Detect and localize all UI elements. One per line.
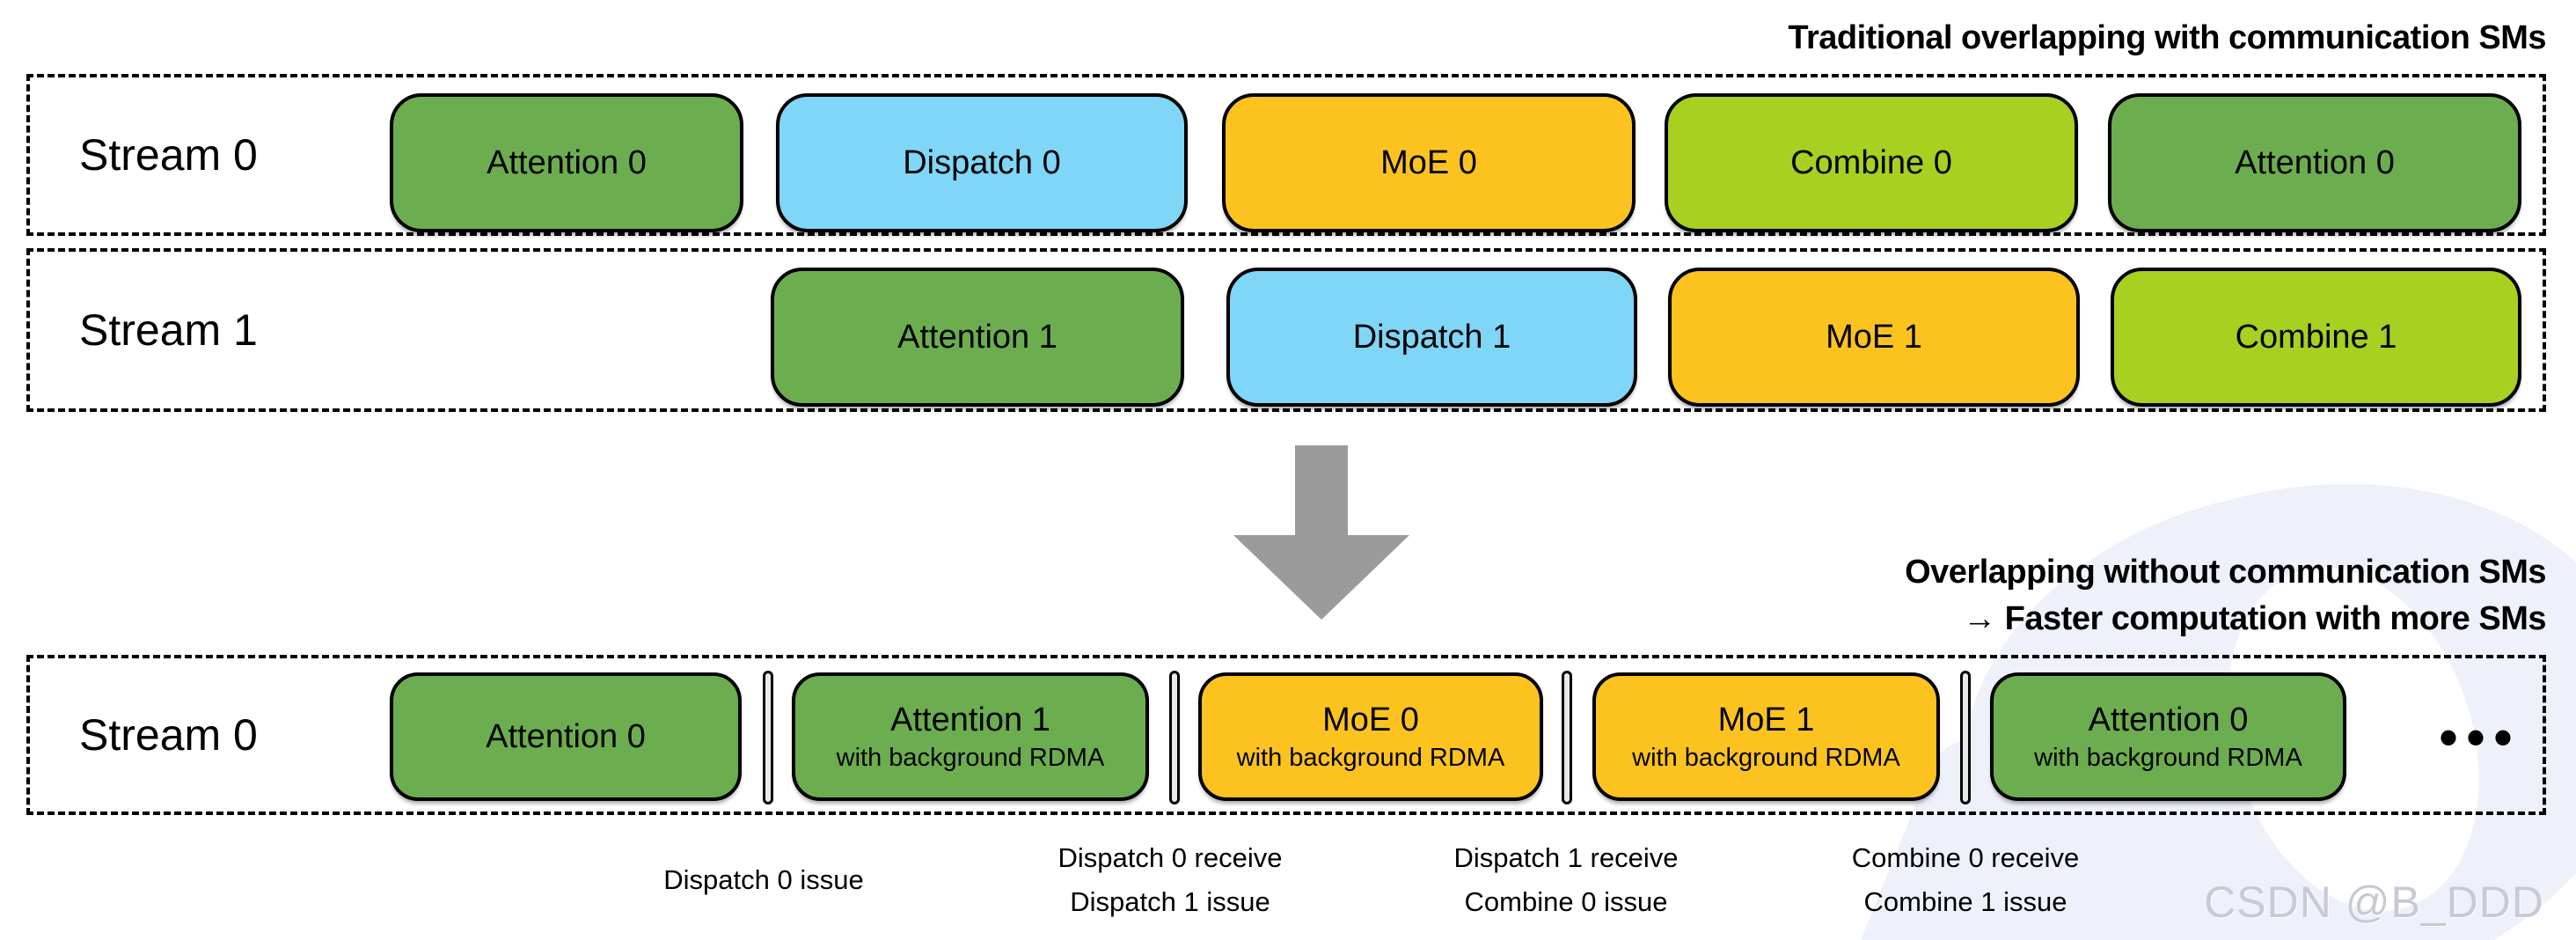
phase-line: Dispatch 0 receive [1057, 842, 1283, 873]
block-label: Attention 1 [897, 319, 1057, 356]
title-line-2: → Faster computation with more SMs [1963, 600, 2546, 637]
block-moe-0: MoE 0 [1222, 93, 1636, 232]
block-label: Dispatch 1 [1352, 319, 1511, 356]
block-label: Attention 1 [890, 701, 1050, 738]
block-moe-1: MoE 1 [1668, 268, 2080, 407]
title-traditional-overlapping: Traditional overlapping with communicati… [1788, 19, 2546, 56]
phase-label-dispatch0-receive: Dispatch 0 receive Dispatch 1 issue [968, 834, 1372, 926]
block-sublabel: with background RDMA [1632, 744, 1900, 772]
block-moe-1-rdma: MoE 1 with background RDMA [1592, 672, 1940, 801]
phase-line: Combine 0 issue [1464, 886, 1668, 917]
block-label: Combine 1 [2235, 319, 2397, 356]
phase-line: Dispatch 0 issue [663, 864, 864, 895]
phase-line: Combine 0 receive [1851, 842, 2080, 873]
block-label: MoE 1 [1717, 701, 1815, 738]
block-attention-1-rdma: Attention 1 with background RDMA [792, 672, 1149, 801]
phase-label-dispatch1-receive: Dispatch 1 receive Combine 0 issue [1364, 834, 1768, 926]
phase-line: Dispatch 1 receive [1453, 842, 1679, 873]
block-sublabel: with background RDMA [1236, 744, 1505, 772]
block-attention-1: Attention 1 [771, 268, 1184, 407]
block-label: Attention 0 [487, 144, 647, 181]
block-sublabel: with background RDMA [2034, 744, 2302, 772]
stream0-label: Stream 0 [79, 130, 258, 180]
block-attention-0-rdma: Attention 0 with background RDMA [1990, 672, 2346, 801]
csdn-watermark: CSDN @B_DDD [2204, 878, 2544, 927]
block-label: Dispatch 0 [903, 144, 1061, 181]
block-label: MoE 0 [1322, 701, 1419, 738]
block-label: Combine 0 [1790, 144, 1952, 181]
ellipsis: ••• [2439, 707, 2521, 767]
block-attention-0-next: Attention 0 [2108, 93, 2521, 232]
stream-separator [1562, 671, 1572, 804]
down-arrow-icon [1233, 535, 1409, 620]
stream0-box-overlapped: Stream 0 Attention 0 Attention 1 with ba… [26, 655, 2546, 815]
stream-separator [1960, 671, 1971, 804]
stream0-box-traditional: Stream 0 Attention 0 Dispatch 0 MoE 0 Co… [26, 74, 2546, 236]
stream-separator [763, 671, 773, 804]
phase-line: Dispatch 1 issue [1070, 886, 1270, 917]
block-label: MoE 1 [1826, 319, 1922, 356]
phase-line: Combine 1 issue [1863, 886, 2067, 917]
block-label: Attention 0 [2088, 701, 2249, 738]
down-arrow-icon [1295, 445, 1348, 537]
stream1-label: Stream 1 [79, 305, 258, 355]
block-label: Attention 0 [2235, 144, 2395, 181]
block-moe-0-rdma: MoE 0 with background RDMA [1198, 672, 1543, 801]
block-attention-0: Attention 0 [390, 672, 742, 801]
stream-separator [1169, 671, 1180, 804]
title-line-1: Overlapping without communication SMs [1905, 554, 2546, 591]
phase-label-dispatch0-issue: Dispatch 0 issue [561, 834, 966, 926]
title-overlapping-without-sms: Overlapping without communication SMs → … [1905, 549, 2546, 643]
stream1-box-traditional: Stream 1 Attention 1 Dispatch 1 MoE 1 Co… [26, 248, 2546, 412]
block-dispatch-0: Dispatch 0 [776, 93, 1188, 232]
phase-label-combine0-receive: Combine 0 receive Combine 1 issue [1763, 834, 2168, 926]
block-attention-0: Attention 0 [390, 93, 743, 232]
block-combine-0: Combine 0 [1665, 93, 2078, 232]
block-label: MoE 0 [1380, 144, 1477, 181]
block-label: Attention 0 [486, 718, 646, 755]
block-dispatch-1: Dispatch 1 [1226, 268, 1637, 407]
stream0-label: Stream 0 [79, 710, 258, 760]
block-combine-1: Combine 1 [2111, 268, 2521, 407]
block-sublabel: with background RDMA [836, 744, 1105, 772]
